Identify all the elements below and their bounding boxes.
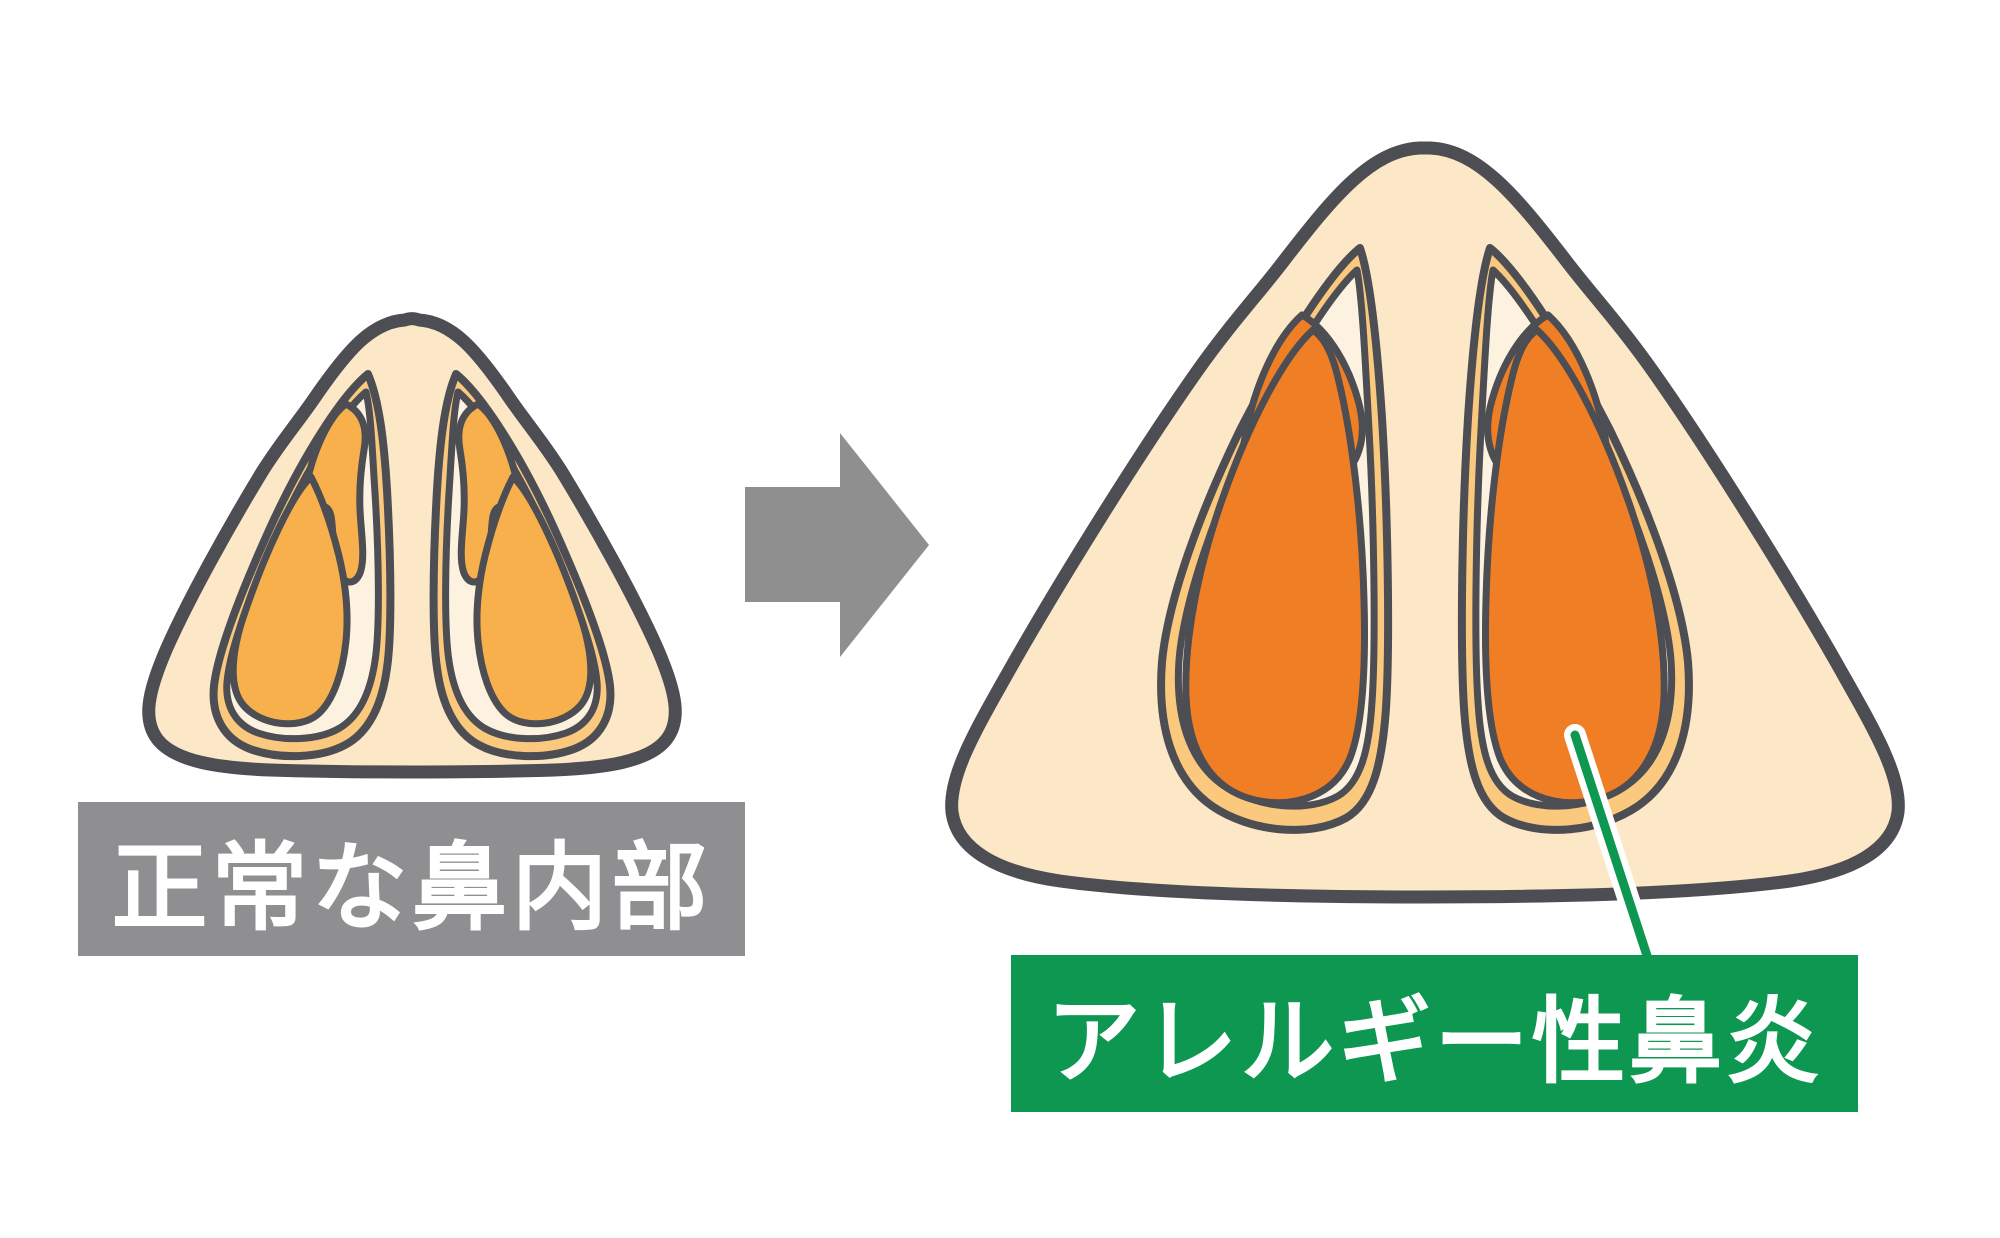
allergic-rhinitis-label: アレルギー性鼻炎 xyxy=(1011,955,1858,1112)
allergic-rhinitis-label-text: アレルギー性鼻炎 xyxy=(1046,987,1823,1097)
allergic-nose-illustration xyxy=(945,141,1905,904)
normal-nose-illustration xyxy=(142,312,682,779)
normal-nose-label-text: 正常な鼻内部 xyxy=(111,831,712,944)
normal-nose-label: 正常な鼻内部 xyxy=(78,802,745,956)
callout-line-icon xyxy=(1564,724,1660,973)
right-arrow-icon xyxy=(745,433,929,657)
allergic-nose-skin xyxy=(945,141,1905,904)
